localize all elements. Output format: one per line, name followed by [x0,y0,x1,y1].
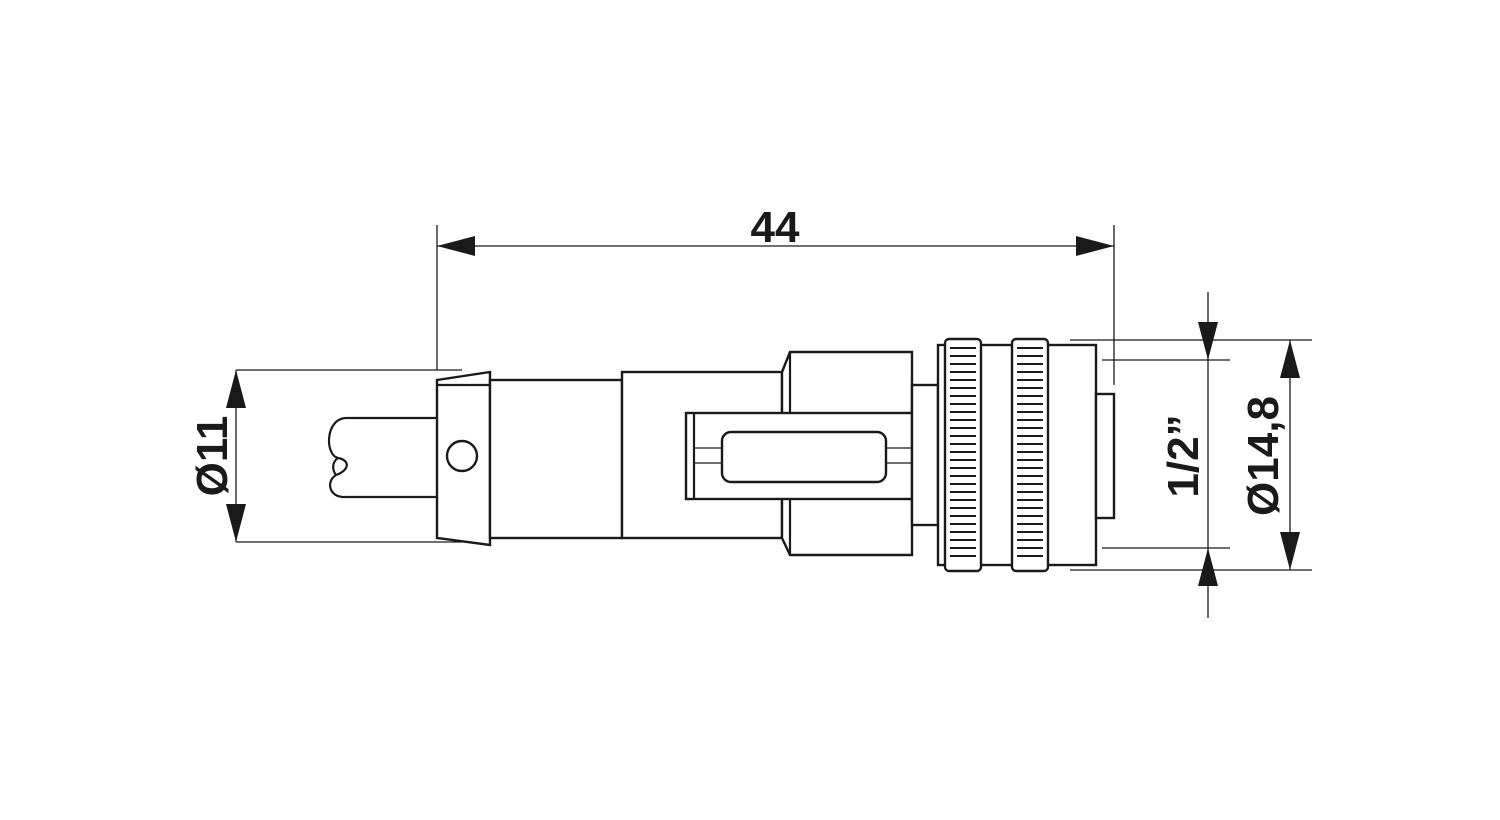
arrowhead-right-icon [1076,236,1114,256]
arrowhead-down-icon [1280,532,1300,570]
locking-pin-icon [445,439,479,473]
knurl-pattern [1017,347,1043,557]
dimension-nut-diameter: Ø14,8 [1070,339,1312,571]
knurl-pattern [950,347,976,557]
arrowhead-down-icon [226,504,246,542]
nut-diameter-label: Ø14,8 [1239,396,1288,516]
arrowhead-up-icon [1198,548,1218,586]
coupling-nut [936,337,1116,573]
arrowhead-up-icon [1280,340,1300,378]
cable [327,416,440,499]
cable-diameter-label: Ø11 [188,416,237,497]
thread-label: 1/2” [1159,414,1208,497]
cable-gland [435,370,492,547]
length-label: 44 [751,203,800,252]
arrowhead-down-icon [1198,322,1218,360]
knurled-ring [943,337,983,573]
dimension-cable-diameter: Ø11 [188,369,462,543]
dimension-length: 44 [436,203,1115,385]
dimension-thread: 1/2” [1102,292,1230,618]
connector-neck [910,383,940,527]
arrowhead-left-icon [437,236,475,256]
arrowhead-up-icon [226,370,246,408]
knurled-ring [1010,337,1050,573]
connector-body [488,350,914,557]
